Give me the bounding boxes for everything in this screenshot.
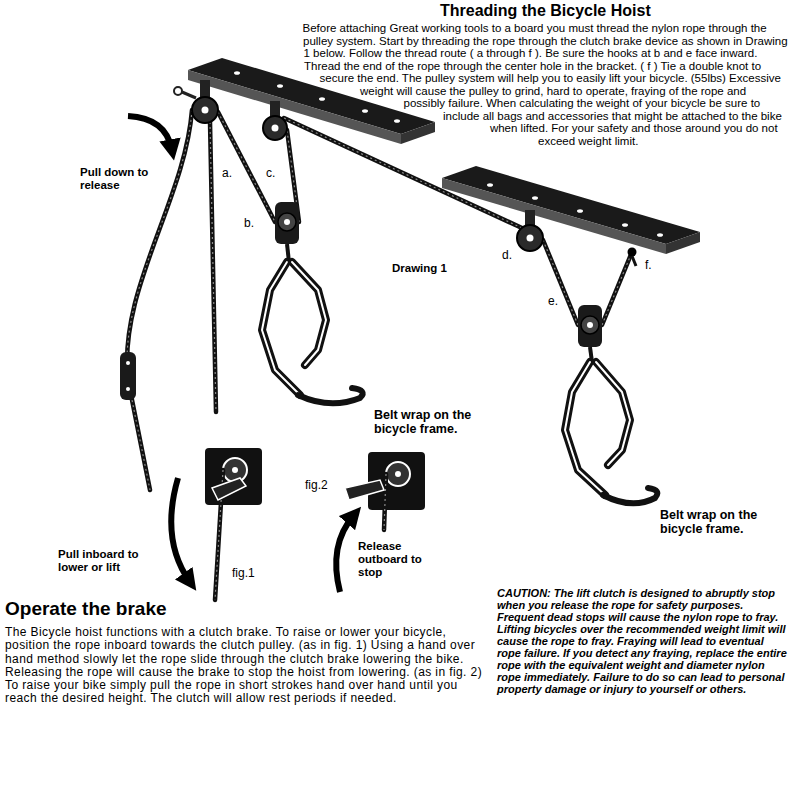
text-wrap-shape	[288, 22, 788, 282]
rope-knot	[628, 248, 637, 267]
screw-hole	[319, 97, 325, 101]
screw-hole	[622, 223, 628, 227]
callout-letter: b.	[244, 216, 254, 230]
section-heading: Operate the brake	[5, 598, 167, 620]
callout-text: Pull inboard to lower or lift	[58, 548, 153, 574]
pulley	[263, 101, 287, 140]
caution-note: CAUTION: The lift clutch is designed to …	[497, 587, 790, 695]
screw-hole	[577, 209, 583, 213]
callout-letter: d.	[502, 248, 512, 262]
bracket-plate	[442, 166, 700, 244]
screw-hole	[394, 119, 400, 123]
screw-hole	[234, 71, 240, 75]
diagram-title: Threading the Bicycle Hoist	[440, 2, 651, 20]
screw-hole	[487, 183, 493, 187]
callout-letter: c.	[266, 166, 275, 180]
screw-hole	[657, 233, 663, 237]
callout-text: Pull down to release	[80, 166, 160, 192]
drawing-label: Drawing 1	[392, 262, 447, 275]
clutch-detail	[345, 452, 425, 530]
screw-hole	[362, 109, 368, 113]
pulley	[174, 80, 218, 123]
pulley-block	[578, 305, 602, 362]
rope-cleat	[120, 352, 136, 400]
pulley	[517, 210, 543, 251]
callout-text: Belt wrap on the bicycle frame.	[660, 508, 782, 536]
callout-letter: e.	[548, 294, 558, 308]
screw-hole	[277, 84, 283, 88]
bracket-end	[401, 122, 435, 144]
bracket-flange	[442, 178, 666, 254]
callout-letter: f.	[645, 258, 652, 272]
callout-text: Release outboard to stop	[358, 540, 424, 579]
callout-letter: a.	[222, 166, 232, 180]
bike-hook	[262, 262, 363, 403]
instruction-paragraph: Before attaching Great working tools to …	[288, 22, 788, 282]
nylon-rope	[127, 110, 632, 490]
clutch-detail	[205, 448, 262, 600]
bracket-end	[666, 232, 700, 254]
bike-hook	[565, 362, 657, 503]
callout-text: Belt wrap on the bicycle frame.	[374, 408, 496, 436]
instruction-paragraph: The Bicycle hoist functions with a clutc…	[5, 626, 493, 706]
direction-arrow	[171, 478, 190, 582]
pulley-block	[275, 202, 299, 262]
figure-label: fig.1	[232, 566, 255, 580]
direction-arrow	[336, 515, 354, 592]
screw-hole	[532, 196, 538, 200]
figure-label: fig.2	[305, 478, 328, 492]
direction-arrow	[128, 116, 172, 150]
